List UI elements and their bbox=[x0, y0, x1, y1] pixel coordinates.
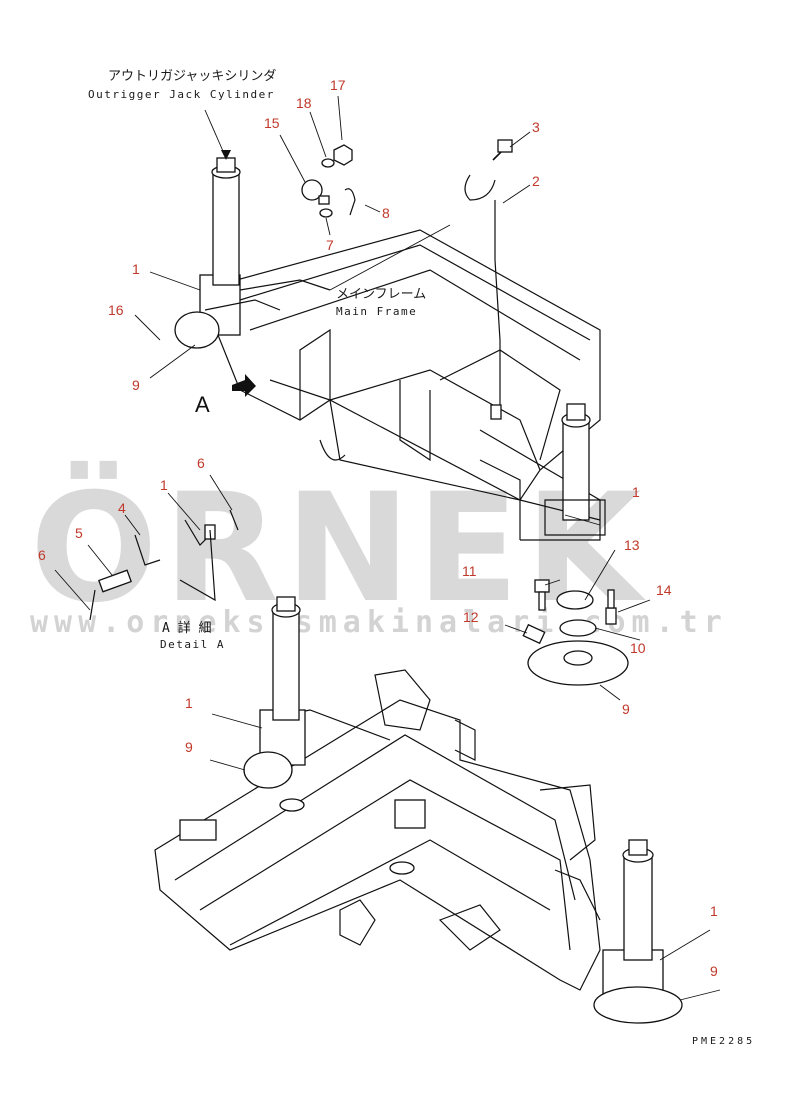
callout-18: 18 bbox=[296, 95, 312, 111]
main-frame-en-label: Main Frame bbox=[336, 305, 417, 318]
callout-10: 10 bbox=[630, 640, 646, 656]
detail-a-en-label: Detail A bbox=[160, 638, 225, 651]
callout-6-a: 6 bbox=[197, 455, 205, 471]
callout-15: 15 bbox=[264, 115, 280, 131]
callout-14: 14 bbox=[656, 582, 672, 598]
text-labels: アウトリガジャッキシリンダ Outrigger Jack Cylinder メイ… bbox=[88, 69, 755, 1047]
jack-cylinder-en-label: Outrigger Jack Cylinder bbox=[88, 88, 275, 101]
callout-13: 13 bbox=[624, 537, 640, 553]
callout-1-bottom-right: 1 bbox=[710, 903, 718, 919]
callout-8: 8 bbox=[382, 205, 390, 221]
callout-1-a: 1 bbox=[160, 477, 168, 493]
jack-cylinder-jp-label: アウトリガジャッキシリンダ bbox=[108, 69, 276, 84]
exploded-parts bbox=[504, 514, 651, 701]
callout-9-bottom-right: 9 bbox=[710, 963, 718, 979]
detail-a-assembly bbox=[54, 474, 239, 621]
callout-16: 16 bbox=[108, 302, 124, 318]
detail-a-jp-label: A 詳 細 bbox=[162, 620, 211, 636]
callout-11: 11 bbox=[462, 563, 477, 579]
callout-3: 3 bbox=[532, 119, 540, 135]
callout-12: 12 bbox=[463, 609, 479, 625]
watermark: ÖRNEK www.orneksismakinalari.com.tr bbox=[30, 460, 722, 640]
callout-5: 5 bbox=[75, 525, 83, 541]
main-frame-jp-label: メインフレーム bbox=[336, 287, 426, 302]
callout-1-lower: 1 bbox=[185, 695, 193, 711]
callout-numbers: 17 18 15 3 2 8 7 1 16 9 6 1 4 5 6 1 13 1… bbox=[38, 77, 718, 979]
callout-9-right: 9 bbox=[622, 701, 630, 717]
callout-9-top: 9 bbox=[132, 377, 140, 393]
callout-1-top: 1 bbox=[132, 261, 140, 277]
top-assembly bbox=[134, 95, 606, 541]
callout-6-b: 6 bbox=[38, 547, 46, 563]
lower-assembly bbox=[154, 596, 721, 1024]
view-a-letter: A bbox=[195, 392, 210, 417]
callout-1-right: 1 bbox=[632, 484, 640, 500]
callout-7: 7 bbox=[326, 237, 334, 253]
callout-4: 4 bbox=[118, 500, 126, 516]
callout-17: 17 bbox=[330, 77, 346, 93]
drawing-code: PME2285 bbox=[692, 1036, 755, 1047]
callout-9-lower: 9 bbox=[185, 739, 193, 755]
callout-2: 2 bbox=[532, 173, 540, 189]
